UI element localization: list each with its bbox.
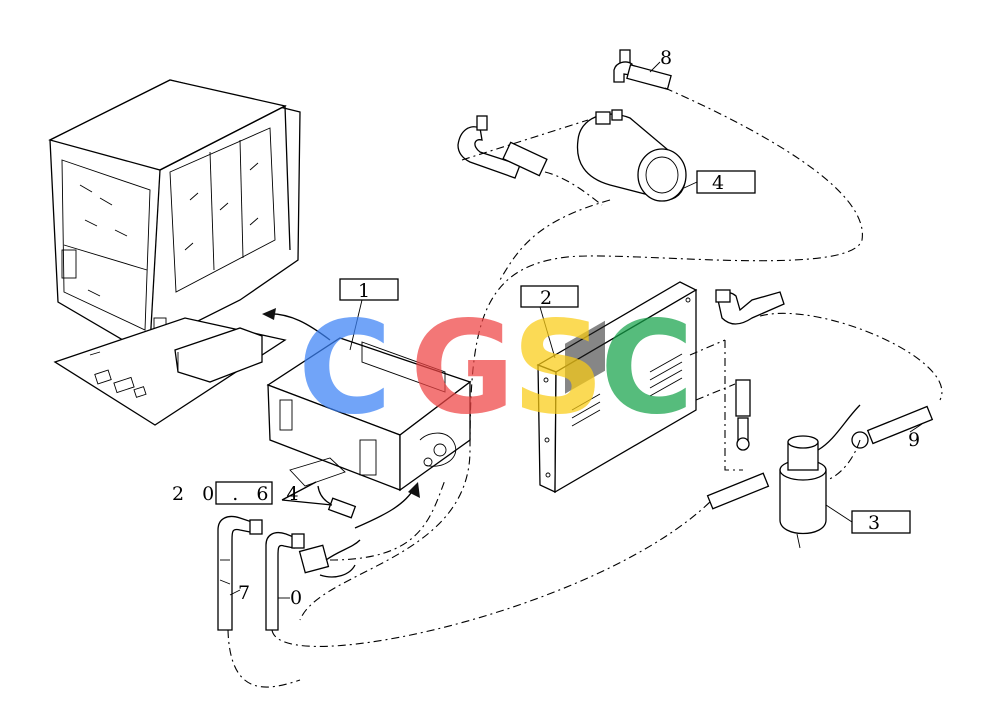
hose-fitting-8	[613, 49, 672, 90]
callout-2064-label: 2 0 . 6 4	[172, 483, 305, 505]
watermark-letter-4: C	[600, 294, 694, 443]
compressor-hose-fitting	[457, 115, 548, 179]
callout-4-label: 4	[712, 172, 724, 194]
cgsc-watermark: C G S C	[298, 294, 694, 443]
drier-inlet-hose	[706, 472, 770, 510]
callout-0-label: 0	[290, 587, 302, 609]
compressor	[576, 109, 687, 202]
condenser-outlet-fitting	[715, 289, 785, 325]
operator-cab	[48, 79, 301, 351]
watermark-letter-1: C	[298, 294, 392, 443]
callout-2064: 2 0 . 6 4	[172, 481, 305, 505]
expansion-valve	[298, 539, 361, 578]
callout-1-label: 1	[358, 280, 370, 302]
callout-8-label: 8	[660, 47, 672, 69]
condenser	[536, 281, 698, 494]
watermark-letter-2: G	[410, 294, 515, 443]
callout-2: 2	[520, 285, 579, 359]
hose-fitting-0	[265, 531, 305, 631]
callout-3-label: 3	[868, 512, 880, 534]
refrigerant-line-paths	[227, 87, 943, 688]
hose-fitting-9	[851, 405, 934, 449]
condenser-lower-fitting	[735, 379, 751, 451]
callout-7-label: 7	[238, 582, 250, 604]
callout-1: 1	[339, 278, 399, 351]
watermark-letter-3: S	[512, 294, 604, 443]
callout-9: 9	[908, 423, 923, 451]
hose-fitting-7	[217, 515, 263, 631]
callout-4: 4	[683, 170, 756, 194]
callout-2-label: 2	[540, 287, 552, 309]
callout-0: 0	[278, 587, 302, 609]
callout-8: 8	[649, 47, 672, 73]
hvac-drain-hose	[281, 457, 357, 519]
callout-9-label: 9	[908, 429, 920, 451]
hvac-unit	[266, 337, 472, 492]
callout-3: 3	[825, 504, 911, 534]
receiver-drier	[779, 404, 861, 549]
callout-7: 7	[229, 582, 250, 604]
cab-floor-plate	[53, 317, 287, 426]
